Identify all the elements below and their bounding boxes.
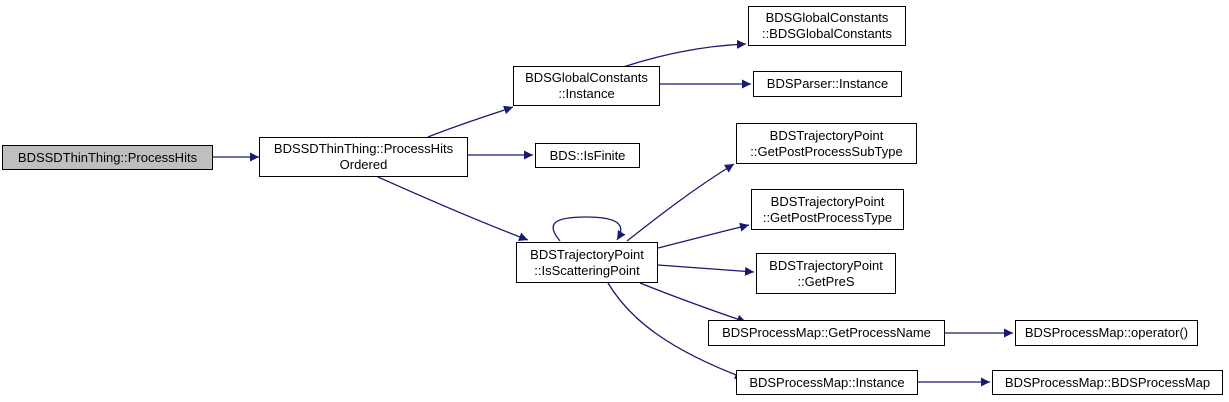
node-label-line: BDSSDThinThing::ProcessHits bbox=[273, 141, 454, 156]
node-bds-isfinite[interactable]: BDS::IsFinite bbox=[535, 143, 640, 168]
node-label-line: BDSProcessMap::Instance bbox=[749, 374, 905, 390]
node-label-line: BDSTrajectoryPoint bbox=[769, 127, 884, 143]
edge-isscatteringpoint-self-loop bbox=[552, 216, 626, 242]
node-label-line: ::GetPreS bbox=[797, 273, 855, 289]
node-label-line: ::GetPostProcessSubType bbox=[750, 143, 903, 159]
node-bdstrajectorypoint-getpostprocesstype[interactable]: BDSTrajectoryPoint::GetPostProcessType bbox=[751, 189, 904, 230]
node-bdsglobalconstants-instance[interactable]: BDSGlobalConstants::Instance bbox=[513, 66, 660, 106]
edge-globalconstants-instance-to-globalconstants-ctor bbox=[619, 39, 747, 69]
node-label-line: BDS::IsFinite bbox=[549, 147, 626, 163]
node-label-line: ::IsScatteringPoint bbox=[534, 262, 640, 278]
node-bdsprocessmap-bdsprocessmap[interactable]: BDSProcessMap::BDSProcessMap bbox=[992, 370, 1223, 395]
node-label-line: BDSGlobalConstants bbox=[765, 10, 889, 25]
edge-isscatteringpoint-to-processmap-instance bbox=[607, 282, 745, 380]
node-bdsglobalconstants-bdsglobalconstants[interactable]: BDSGlobalConstants::BDSGlobalConstants bbox=[748, 6, 906, 46]
node-bdstrajectorypoint-getpostprocesssubtype[interactable]: BDSTrajectoryPoint::GetPostProcessSubTyp… bbox=[736, 123, 917, 164]
node-label-line: BDSGlobalConstants bbox=[525, 70, 648, 85]
node-label-line: BDSProcessMap::GetProcessName bbox=[722, 325, 931, 340]
node-bdsprocessmap-getprocessname[interactable]: BDSProcessMap::GetProcessName bbox=[708, 320, 945, 346]
edge-processhitsordered-to-isscatteringpoint bbox=[377, 176, 529, 242]
node-bdsprocessmap-operator[interactable]: BDSProcessMap::operator() bbox=[1015, 320, 1198, 346]
node-label-line: BDSTrajectoryPoint bbox=[530, 246, 644, 262]
node-label-line: BDSProcessMap::operator() bbox=[1024, 325, 1189, 340]
node-bdssdthinthing-processhits: BDSSDThinThing::ProcessHits bbox=[2, 145, 213, 170]
edge-processhitsordered-to-globalconstants-instance bbox=[427, 105, 514, 138]
node-label-line: BDSParser::Instance bbox=[766, 76, 889, 91]
edge-isscatteringpoint-to-getprocessname bbox=[639, 282, 747, 324]
node-label-line: Ordered bbox=[339, 157, 388, 172]
node-label-line: BDSProcessMap::BDSProcessMap bbox=[1004, 374, 1211, 390]
node-label-line: ::GetPostProcessType bbox=[762, 209, 893, 225]
node-label-line: ::BDSGlobalConstants bbox=[761, 26, 893, 41]
node-bdstrajectorypoint-getpres[interactable]: BDSTrajectoryPoint::GetPreS bbox=[756, 253, 896, 294]
node-label-line: BDSTrajectoryPoint bbox=[770, 193, 885, 209]
node-label-line: ::Instance bbox=[558, 86, 615, 101]
edge-isscatteringpoint-to-getpostprocesssubtype bbox=[626, 163, 735, 242]
node-bdsprocessmap-instance[interactable]: BDSProcessMap::Instance bbox=[736, 370, 918, 395]
node-bdstrajectorypoint-isscatteringpoint[interactable]: BDSTrajectoryPoint::IsScatteringPoint bbox=[516, 242, 658, 283]
node-label-line: BDSTrajectoryPoint bbox=[769, 257, 883, 273]
edge-isscatteringpoint-to-getpostprocesstype bbox=[657, 222, 750, 249]
node-label-line: BDSSDThinThing::ProcessHits bbox=[17, 149, 198, 165]
edge-isscatteringpoint-to-getpres bbox=[657, 264, 755, 276]
node-bdsparser-instance[interactable]: BDSParser::Instance bbox=[753, 71, 902, 97]
